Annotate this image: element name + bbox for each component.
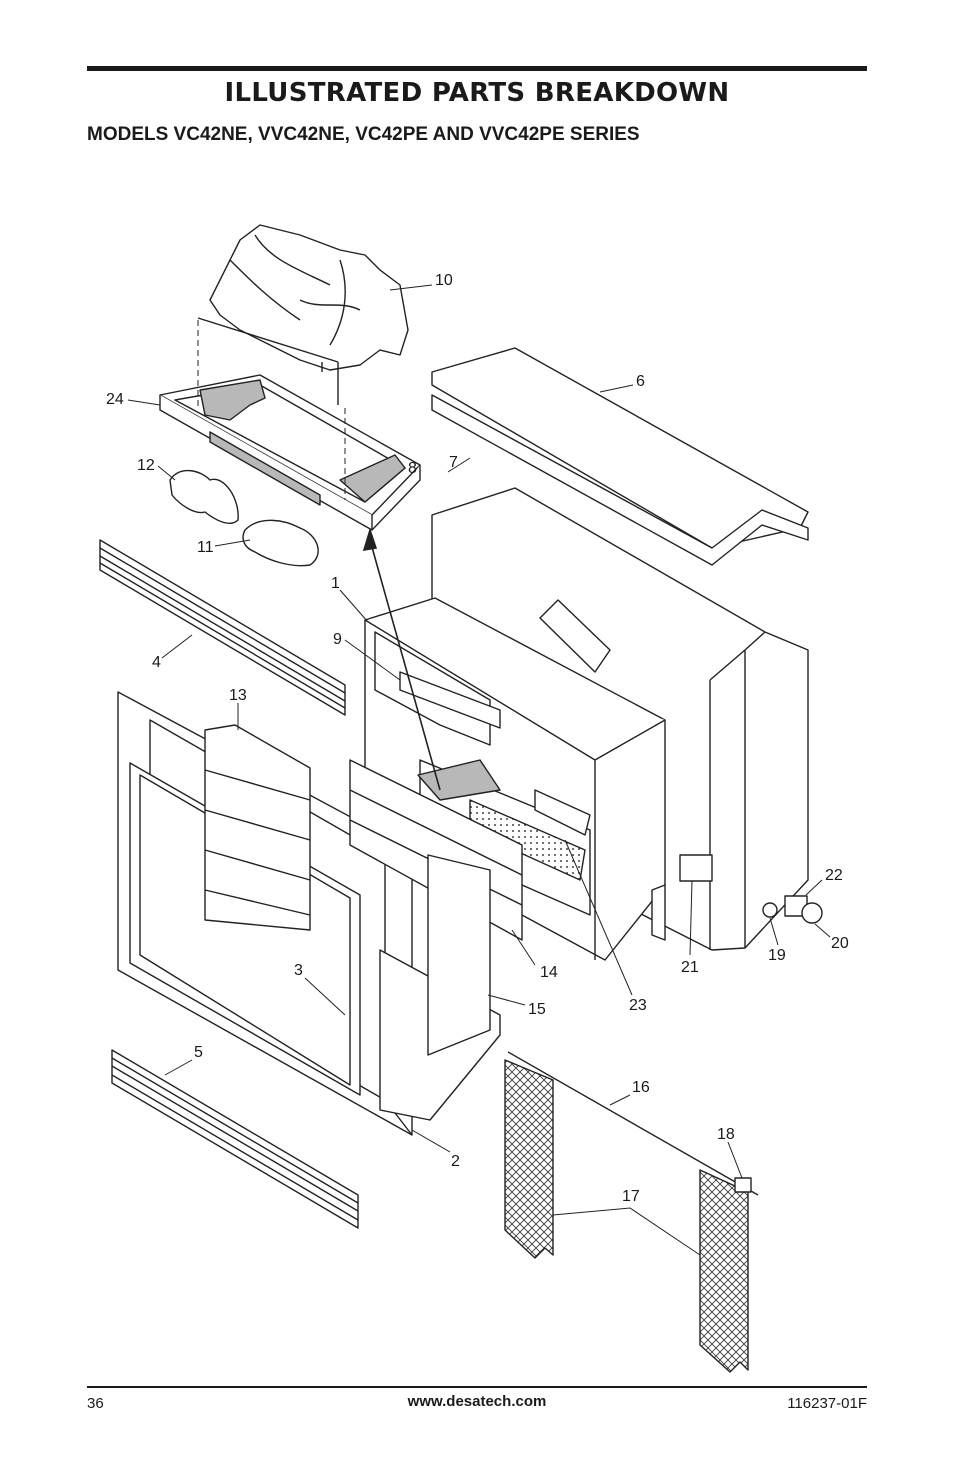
callout-21: 21 bbox=[681, 959, 699, 976]
guide-lines bbox=[197, 320, 346, 500]
callout-6: 6 bbox=[636, 373, 645, 390]
page-number: 36 bbox=[87, 1395, 104, 1412]
callout-20: 20 bbox=[831, 935, 849, 952]
callout-2: 2 bbox=[451, 1153, 460, 1170]
callout-5: 5 bbox=[194, 1044, 203, 1061]
rod-bracket-18 bbox=[734, 1177, 752, 1193]
page-subtitle: MODELS VC42NE, VVC42NE, VC42PE AND VVC42… bbox=[87, 124, 640, 145]
callout-labels: 10 6 24 7 8 12 11 1 9 4 13 22 19 20 21 3… bbox=[106, 272, 849, 1205]
callout-15: 15 bbox=[528, 1001, 546, 1018]
callout-24: 24 bbox=[106, 391, 124, 408]
callout-13: 13 bbox=[229, 687, 247, 704]
callout-18: 18 bbox=[717, 1126, 735, 1143]
callout-23: 23 bbox=[629, 997, 647, 1014]
assembly-arrow bbox=[362, 527, 441, 791]
header-rule bbox=[87, 66, 867, 71]
page-title: ILLUSTRATED PARTS BREAKDOWN bbox=[224, 78, 730, 108]
bottom-trim-5 bbox=[111, 1049, 359, 1229]
knob-19 bbox=[762, 902, 778, 918]
top-trim-4 bbox=[99, 539, 346, 716]
callout-1: 1 bbox=[331, 575, 340, 592]
cover-20 bbox=[801, 902, 823, 924]
callout-4: 4 bbox=[152, 654, 161, 671]
callout-11: 11 bbox=[197, 539, 214, 556]
log-set-10 bbox=[197, 224, 409, 405]
callout-9: 9 bbox=[333, 631, 342, 648]
callout-14: 14 bbox=[540, 964, 558, 981]
refractory-13 bbox=[204, 724, 311, 931]
callout-10: 10 bbox=[435, 272, 453, 289]
callout-12: 12 bbox=[137, 457, 155, 474]
screen-mesh-17b bbox=[699, 1169, 749, 1373]
callout-8: 8 bbox=[408, 460, 417, 477]
grate-tray-24 bbox=[159, 374, 421, 531]
screen-rod-16 bbox=[507, 1051, 759, 1196]
callout-17: 17 bbox=[622, 1188, 640, 1205]
document-number: 116237-01F bbox=[787, 1395, 867, 1412]
footer-rule bbox=[87, 1386, 867, 1388]
top-panel-7 bbox=[431, 394, 809, 566]
website-link[interactable]: www.desatech.com bbox=[407, 1393, 547, 1410]
callout-7: 7 bbox=[449, 454, 458, 471]
burner-9 bbox=[399, 671, 501, 729]
side-panel-15 bbox=[427, 854, 491, 1056]
junction-box-21 bbox=[679, 854, 713, 882]
ember-piece-12 bbox=[169, 469, 239, 524]
screen-mesh-17 bbox=[504, 1059, 554, 1259]
callout-22: 22 bbox=[825, 867, 843, 884]
ember-piece-11 bbox=[242, 519, 319, 567]
callout-16: 16 bbox=[632, 1079, 650, 1096]
leader-lines bbox=[127, 284, 831, 1256]
callout-19: 19 bbox=[768, 947, 786, 964]
callout-3: 3 bbox=[294, 962, 303, 979]
